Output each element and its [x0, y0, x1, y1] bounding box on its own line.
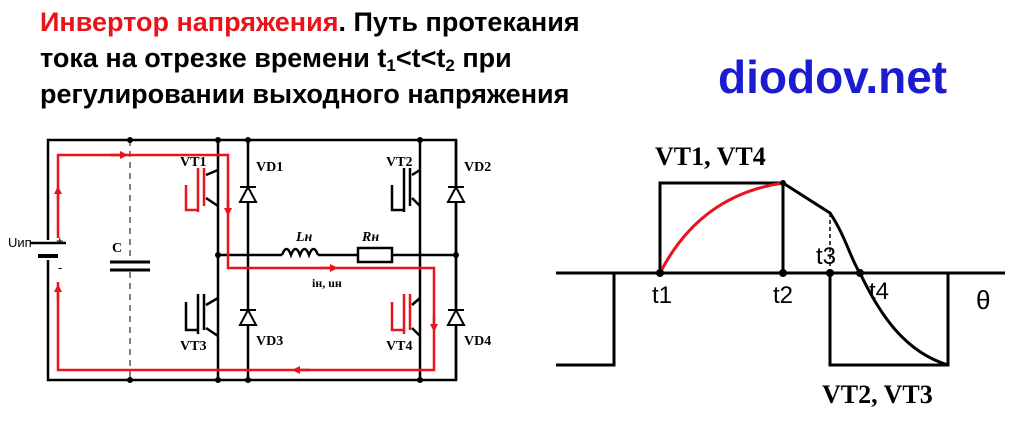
title-line2-a: тока на отрезке времени t	[40, 43, 387, 73]
theta-label: θ	[976, 285, 990, 315]
transistor-vt3-icon	[184, 294, 206, 334]
waveform-rising-curve	[658, 181, 784, 274]
inductor-label: Lн	[295, 230, 313, 245]
source-minus: -	[58, 260, 62, 275]
title-sub2: 2	[445, 56, 455, 75]
battery-icon	[30, 240, 66, 260]
diode-vd2-icon	[446, 184, 466, 203]
title-line2-b: <t<t	[395, 43, 446, 73]
circuit-junctions	[127, 137, 459, 383]
inductor-icon	[280, 247, 320, 259]
capacitor-icon	[110, 260, 150, 272]
t3-label: t3	[816, 243, 836, 270]
transistor-vt1-icon	[184, 168, 206, 212]
source-plus: +	[56, 233, 64, 248]
title-line2-c: при	[454, 43, 512, 73]
vd3-label: VD3	[256, 334, 283, 349]
source-label: Uип	[8, 235, 32, 250]
diode-vd1-icon	[238, 184, 258, 203]
diode-vd3-icon	[238, 307, 258, 326]
vt2-label: VT2	[386, 155, 412, 170]
waveform-bottom-label: VT2, VT3	[822, 380, 933, 409]
capacitor-label: C	[112, 241, 122, 256]
waveform-top-label: VT1, VT4	[655, 142, 766, 171]
title-line3: регулировании выходного напряжения	[40, 79, 570, 109]
title-sub1: 1	[386, 56, 396, 75]
current-path-arrows	[54, 151, 438, 374]
vt3-label: VT3	[180, 339, 206, 354]
t1-label: t1	[652, 282, 672, 309]
vd1-label: VD1	[256, 160, 283, 175]
transistor-vt2-icon	[390, 168, 412, 212]
vd4-label: VD4	[464, 334, 491, 349]
vt4-label: VT4	[386, 339, 412, 354]
title-line1-rest: . Путь протекания	[338, 7, 580, 37]
page-title: Инвертор напряжения. Путь протекания ток…	[40, 4, 740, 112]
diode-vd4-icon	[446, 307, 466, 326]
title-highlight: Инвертор напряжения	[40, 7, 339, 37]
resistor-icon	[356, 246, 394, 264]
load-current-label: iн, uн	[312, 276, 342, 290]
t4-label: t4	[869, 278, 889, 305]
vt1-label: VT1	[180, 155, 206, 170]
t2-label: t2	[773, 282, 793, 309]
transistor-vt4-icon	[390, 294, 412, 334]
waveform-points	[656, 180, 864, 277]
resistor-label: Rн	[361, 230, 379, 245]
vd2-label: VD2	[464, 160, 491, 175]
brand-logo: diodov.net	[718, 51, 948, 103]
